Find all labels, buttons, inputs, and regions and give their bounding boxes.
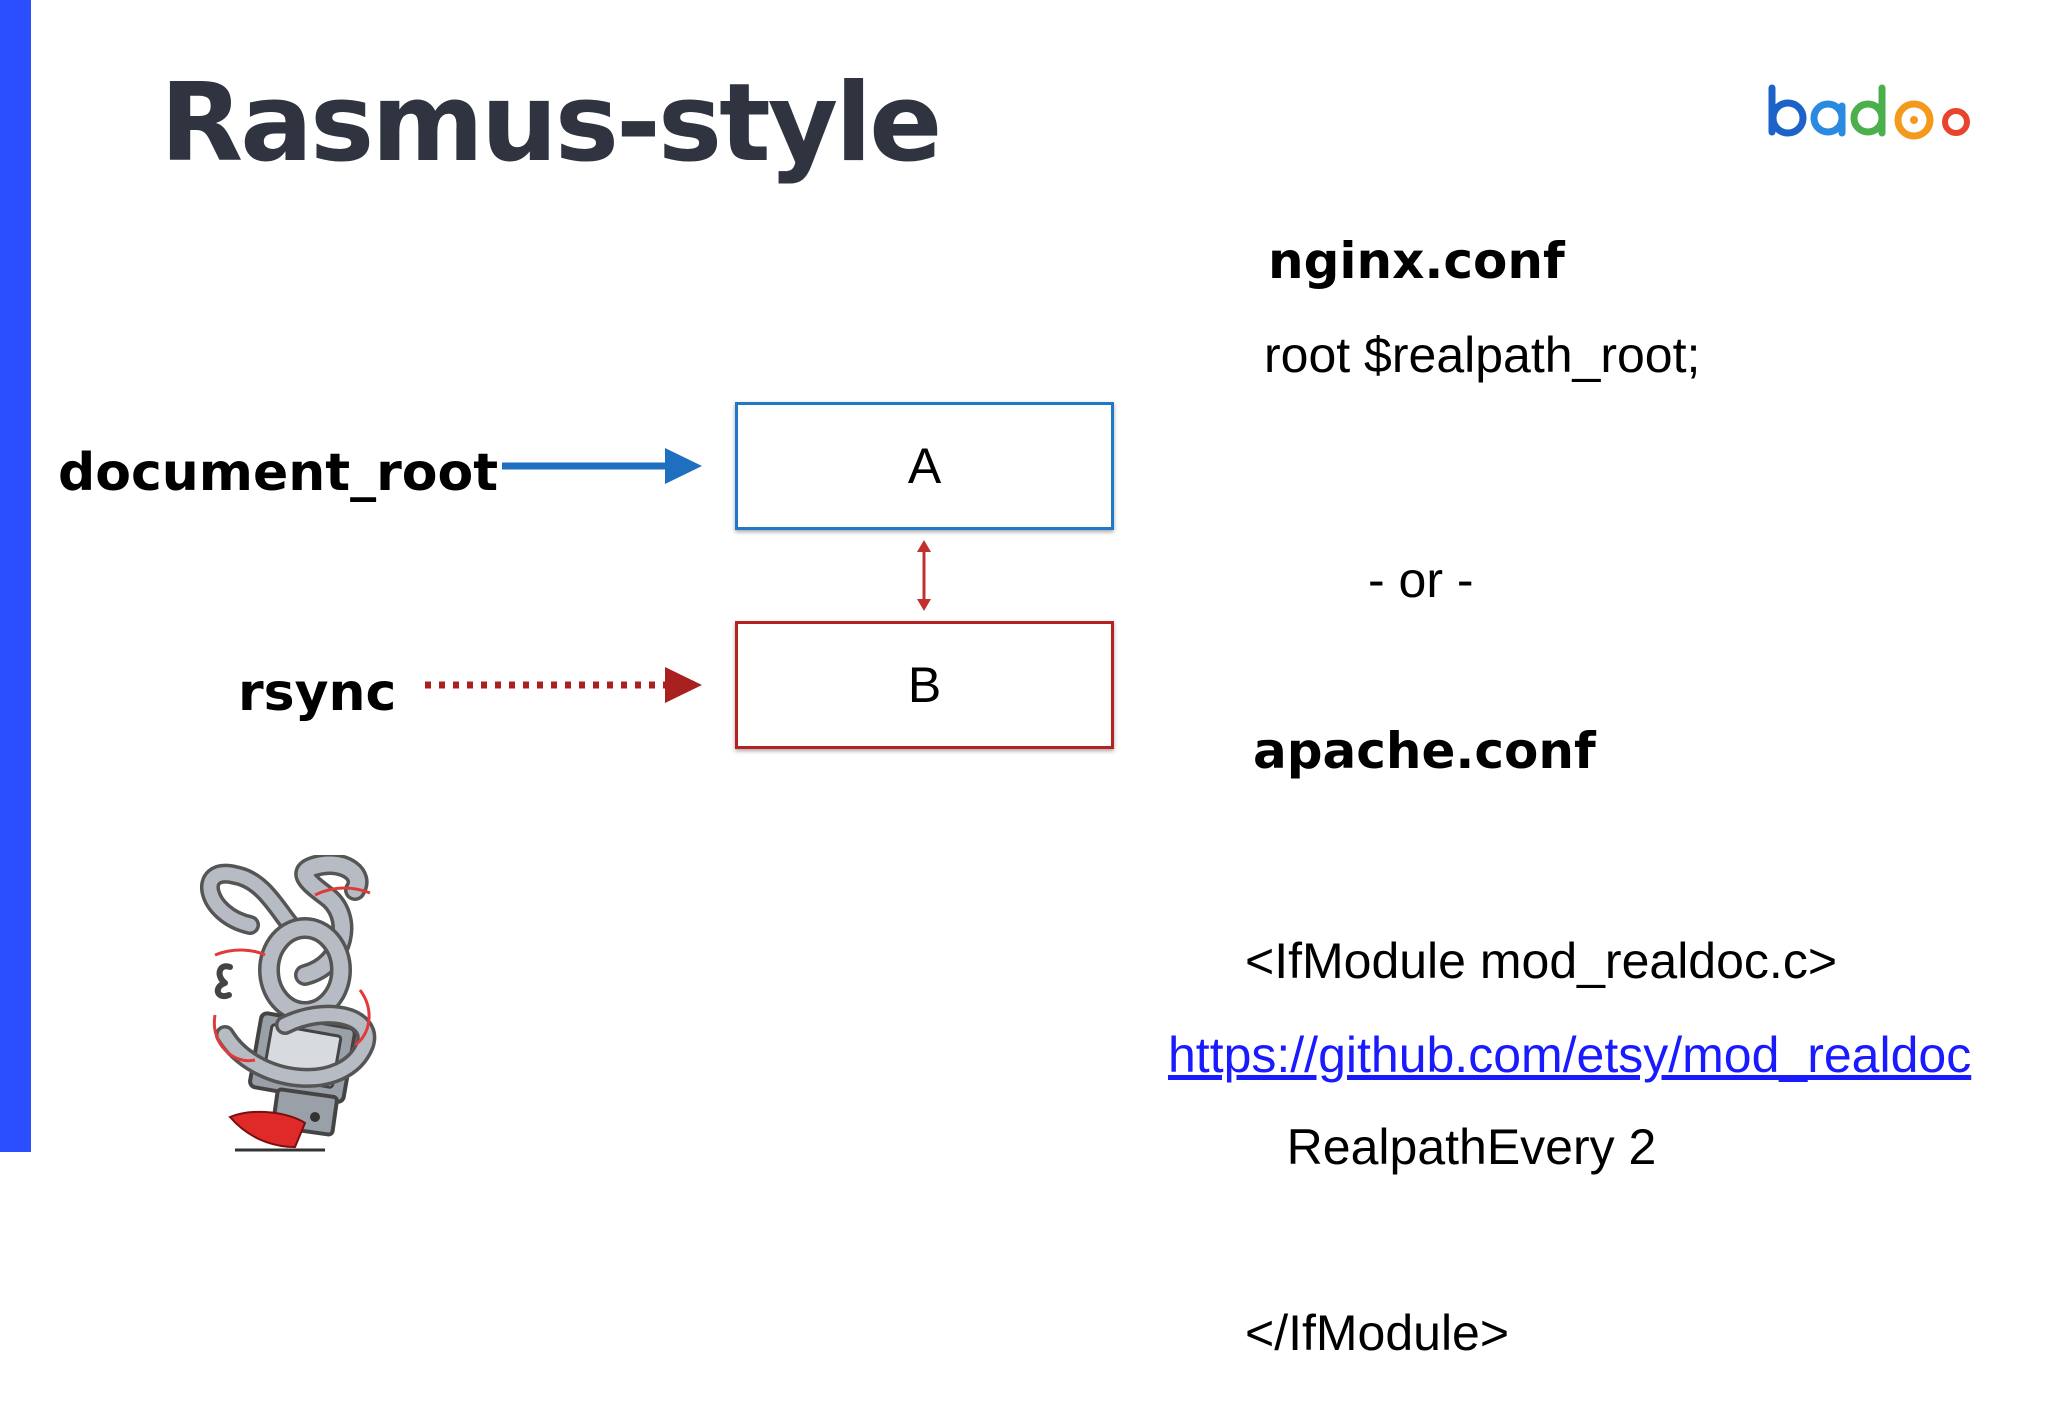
apache-config-line: <IfModule mod_realdoc.c> (1245, 933, 1838, 989)
box-b: B (735, 621, 1114, 749)
rsync-arrow (425, 667, 702, 703)
diagram-arrows (425, 448, 931, 703)
sync-bidirectional-arrow (917, 540, 931, 611)
box-a-label: A (907, 438, 942, 494)
apache-config-block: <IfModule mod_realdoc.c> RealpathEvery 2… (1245, 806, 1837, 1426)
box-a: A (735, 402, 1114, 530)
box-b-label: B (907, 657, 942, 713)
accent-bar (0, 0, 31, 1152)
nginx-heading: nginx.conf (1268, 232, 1565, 290)
or-separator: - or - (1368, 552, 1474, 608)
nginx-config-line: root $realpath_root; (1264, 327, 1701, 383)
rsync-label: rsync (238, 663, 397, 723)
apache-config-line: RealpathEvery 2 (1245, 1119, 1657, 1175)
document-root-arrow (502, 448, 702, 484)
tangled-robot-illustration-icon (200, 855, 377, 1152)
document-root-label: document_root (58, 443, 499, 503)
badoo-logo-icon (1768, 84, 1970, 140)
github-link[interactable]: https://github.com/etsy/mod_realdoc (1168, 1027, 1972, 1083)
apache-heading: apache.conf (1253, 722, 1596, 780)
slide-title: Rasmus-style (160, 61, 942, 186)
apache-config-line: </IfModule> (1245, 1305, 1510, 1361)
